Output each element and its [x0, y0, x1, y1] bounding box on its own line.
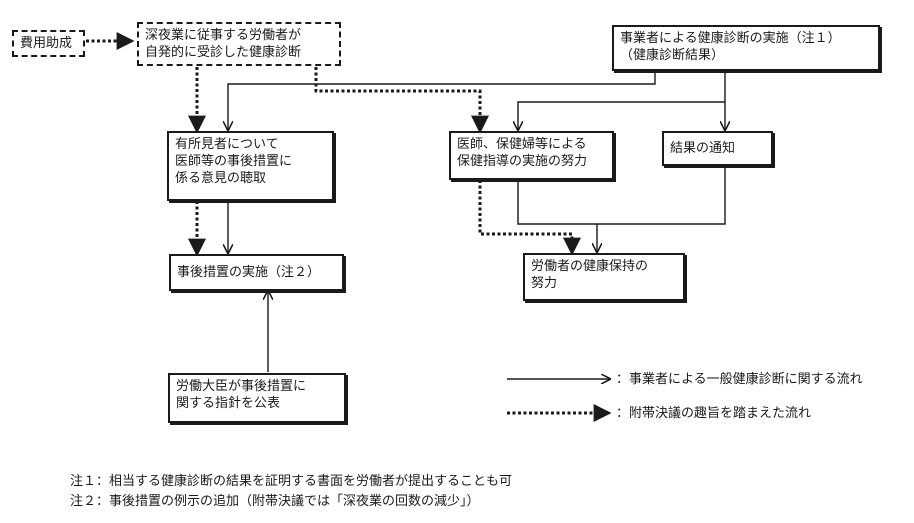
node-doctor-opinion: 有所見者について 医師等の事後措置に 係る意見の聴取 — [167, 131, 334, 201]
footnote-2: 注２：事後措置の例示の追加（附帯決議では「深夜業の回数の減少」） — [70, 494, 480, 509]
connector-exam-to-opinion — [228, 71, 656, 130]
connector-voluntary-to-guidance — [314, 67, 489, 134]
node-worker-health: 労働者の健康保持の 努力 — [523, 253, 685, 301]
node-voluntary-exam: 深夜業に従事する労働者が 自発的に受診した健康診断 — [137, 22, 341, 66]
node-result-notice: 結果の通知 — [662, 131, 773, 166]
node-subsidy: 費用助成 — [12, 30, 85, 57]
node-health-guidance: 医師、保健婦等による 保健指導の実施の努力 — [449, 131, 614, 180]
node-employer-exam: 事業者による健康診断の実施（注１） （健康診断結果） — [612, 25, 880, 71]
footnote-1: 注１：相当する健康診断の結果を証明する書面を労働者が提出することも可 — [70, 474, 513, 489]
legend-solid-label: ：事業者による一般健康診断に関する流れ — [616, 372, 863, 387]
legend-dotted-label: ：附帯決議の趣旨を踏まえた流れ — [616, 406, 812, 421]
node-followup-measures: 事後措置の実施（注２） — [169, 254, 344, 291]
dotted-connectors — [86, 32, 612, 422]
connector-guidance-down — [517, 166, 726, 225]
node-minister-guideline: 労働大臣が事後措置に 関する指針を公表 — [168, 373, 346, 423]
connector-guidance-to-worker-dotted — [478, 180, 581, 256]
connector-exam-to-guidance — [518, 101, 725, 130]
solid-connectors — [228, 71, 725, 379]
